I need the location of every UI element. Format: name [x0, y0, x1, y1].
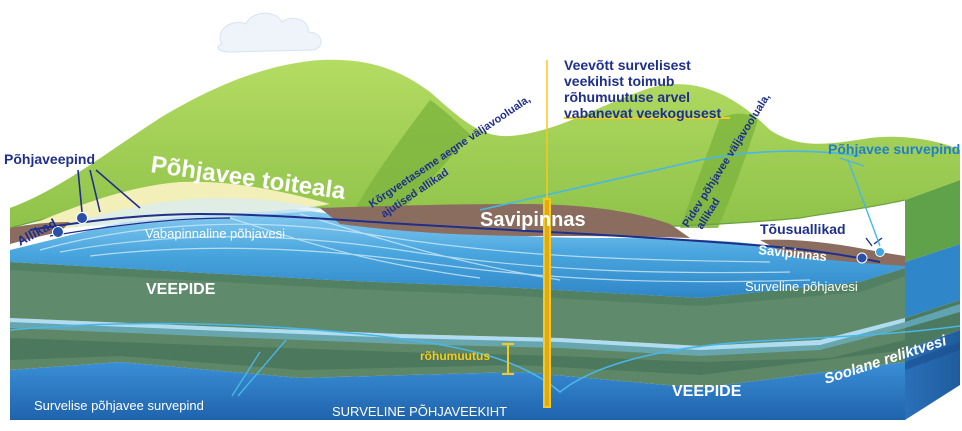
survepind-pointer	[839, 157, 881, 247]
water-table-line	[29, 212, 881, 263]
label-surveline-pohjavesi: Surveline põhjavesi	[745, 279, 858, 294]
label-tousuallikad: Tõusuallikad	[760, 221, 846, 237]
block-side-face	[905, 180, 960, 420]
label-survepind: Põhjavee survepind	[828, 141, 960, 157]
confined-aquifer-band	[10, 318, 905, 356]
lower-aquitard-layer	[10, 322, 905, 388]
label-rohumuutus: rõhumuutus	[420, 349, 490, 363]
well	[543, 60, 551, 408]
label-surveline-kiht: SURVELINE PÕHJAVEEKIHT	[332, 404, 507, 419]
spring-left-1	[52, 226, 64, 238]
pohjaveepind-pointers	[77, 169, 141, 213]
label-veevott-1: Veevõtt survelisest	[564, 57, 691, 73]
clay-layer-center	[320, 204, 690, 238]
label-savipinnas-right: Savipinnas	[758, 242, 828, 264]
pressure-change-indicator	[502, 343, 514, 375]
label-survelise-survepind: Survelise põhjavee survepind	[34, 398, 204, 413]
pressure-surface-lines	[9, 150, 961, 394]
label-vabapinnaline: Vabapinnaline põhjavesi	[145, 226, 285, 241]
label-savipinnas-main: Savipinnas	[480, 209, 586, 231]
label-veepide-right: VEEPIDE	[672, 383, 742, 400]
survelise-survepind-pointer	[231, 339, 287, 397]
label-veevott-2: veekihist toimub	[564, 73, 674, 89]
deep-aquifer-layer	[10, 362, 905, 420]
cloud	[217, 12, 322, 53]
spring-left-2	[76, 212, 88, 224]
unconfined-aquifer-layer	[10, 206, 905, 298]
label-veevott-3: rõhumuutuse arvel	[564, 89, 690, 105]
label-pohjaveepind: Põhjaveepind	[4, 151, 95, 167]
label-veepide-left: VEEPIDE	[146, 281, 216, 298]
label-veevott-4: vabanevat veekogusest	[564, 105, 722, 121]
